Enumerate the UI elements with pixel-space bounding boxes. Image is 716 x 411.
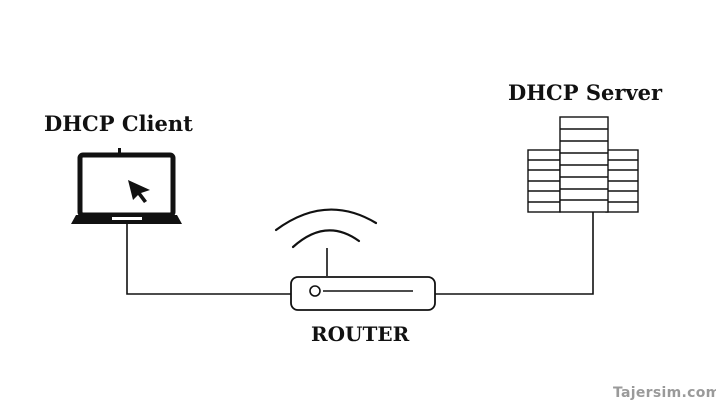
signal-arc-inner bbox=[291, 229, 361, 249]
connection-lines bbox=[126, 211, 594, 295]
server-rack-icon bbox=[527, 116, 639, 213]
wifi-signal-icon bbox=[274, 208, 378, 249]
client-router-link bbox=[126, 224, 291, 295]
client-label: DHCP Client bbox=[44, 111, 193, 136]
watermark: Tajersim.com bbox=[613, 385, 716, 401]
router-label: ROUTER bbox=[311, 322, 410, 346]
server-router-link bbox=[435, 211, 594, 295]
router-icon bbox=[290, 276, 436, 311]
laptop-icon bbox=[71, 148, 182, 224]
server-label: DHCP Server bbox=[508, 80, 663, 105]
cursor-arrow-icon bbox=[128, 180, 150, 203]
signal-arc-outer bbox=[274, 208, 378, 232]
